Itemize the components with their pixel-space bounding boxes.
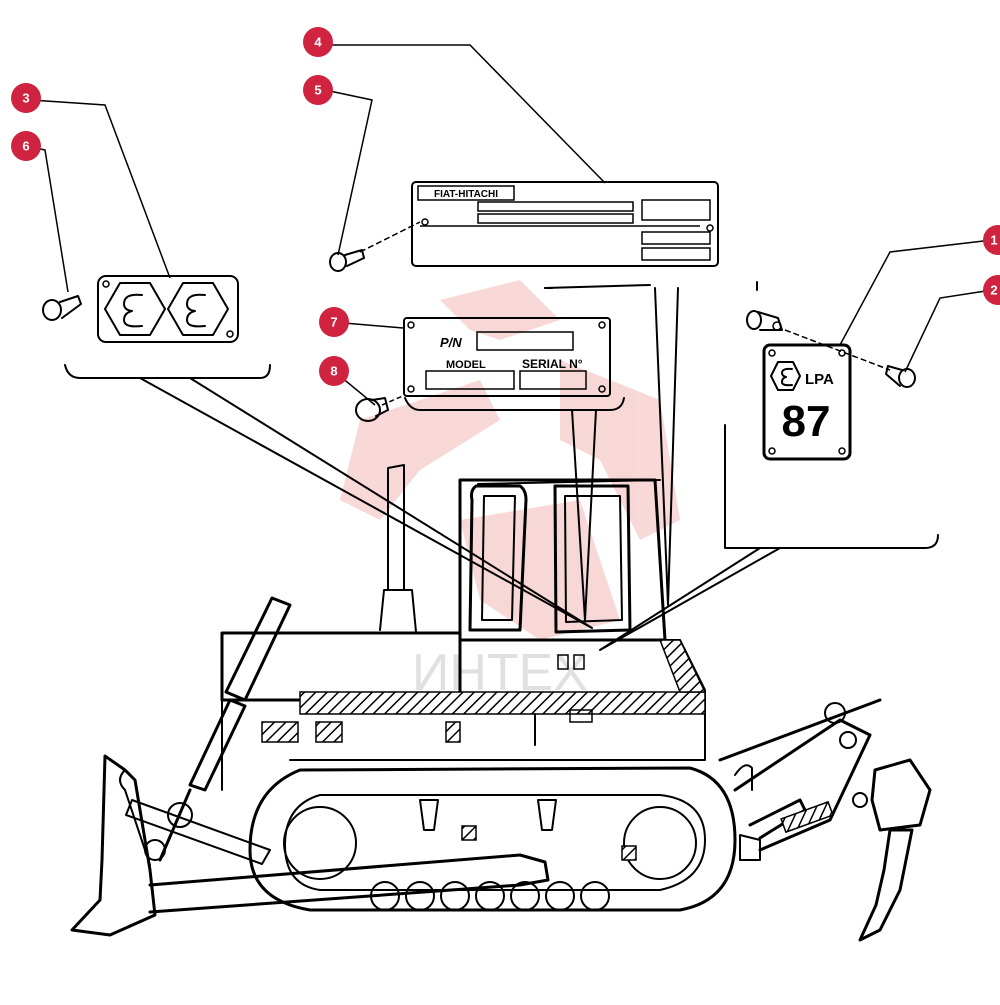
callout-badge-8: 8 (319, 356, 349, 386)
svg-text:2: 2 (990, 283, 997, 298)
pn-plate: P/N MODEL SERIAL N° (403, 317, 611, 397)
brand-plate: FIAT-HITACHI (411, 181, 719, 267)
svg-text:1: 1 (990, 233, 997, 248)
noise-unit: LPA (805, 371, 834, 388)
callout-badge-7: 7 (319, 307, 349, 337)
serial-label: SERIAL N° (522, 357, 583, 371)
svg-text:8: 8 (330, 364, 337, 379)
leader-lines (30, 44, 993, 406)
callout-badge-4: 4 (303, 27, 333, 57)
svg-text:3: 3 (22, 91, 29, 106)
pn-label: P/N (440, 335, 462, 350)
model-label: MODEL (446, 359, 486, 371)
svg-text:7: 7 (330, 315, 337, 330)
screw-2 (885, 365, 916, 388)
svg-text:5: 5 (314, 83, 321, 98)
track-rollers (370, 881, 610, 911)
svg-text:6: 6 (22, 139, 29, 154)
screw-8 (355, 394, 406, 422)
screw-6 (42, 295, 82, 321)
brand-plate-text: FIAT-HITACHI (434, 189, 498, 200)
callout-badges: 4 5 3 6 7 8 1 2 (11, 27, 1000, 386)
bulldozer (70, 464, 932, 942)
callout-badge-6: 6 (11, 131, 41, 161)
screw-5 (329, 221, 421, 272)
noise-plate: LPA 87 (762, 343, 852, 461)
rivet-1 (746, 310, 891, 371)
noise-value: 87 (782, 397, 831, 446)
callout-badge-2: 2 (983, 275, 1000, 305)
callout-badge-5: 5 (303, 75, 333, 105)
callout-badge-3: 3 (11, 83, 41, 113)
hexagon-decal (97, 275, 239, 343)
callout-badge-1: 1 (983, 225, 1000, 255)
svg-text:4: 4 (314, 35, 322, 50)
